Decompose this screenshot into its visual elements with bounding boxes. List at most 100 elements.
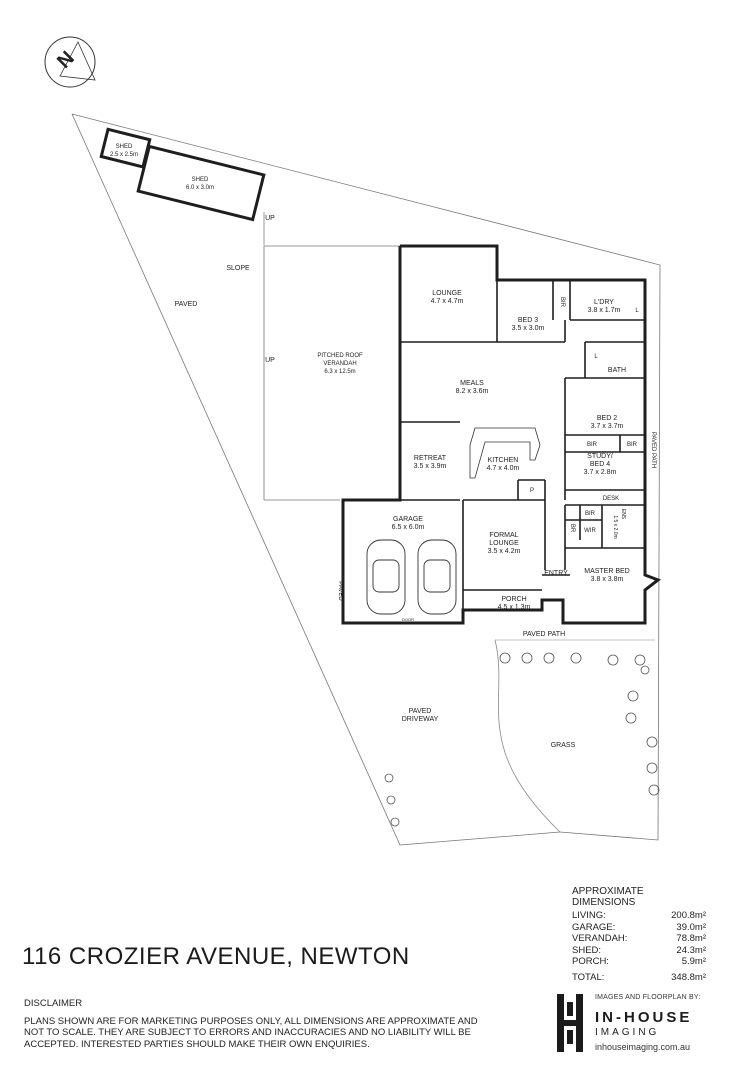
property-address: 116 CROZIER AVENUE, NEWTON — [22, 943, 410, 970]
dim-label: PORCH: — [572, 956, 609, 968]
pantry-label: P — [530, 488, 534, 494]
disclaimer-line: NOT TO SCALE. THEY ARE SUBJECT TO ERRORS… — [24, 1027, 471, 1038]
bir-bed2-a: BIR — [587, 442, 598, 448]
car-left — [366, 539, 406, 615]
dim-value: 200.8m² — [671, 910, 706, 921]
porch-name: PORCH — [501, 596, 526, 603]
verandah-name2: VERANDAH — [323, 361, 356, 367]
bed3-dim: 3.5 x 3.0m — [512, 325, 545, 332]
brand-credit: IMAGES AND FLOORPLAN BY: — [595, 994, 701, 1001]
dim-value: 24.3m² — [676, 944, 706, 956]
house-walls — [341, 244, 662, 625]
retreat-dim: 3.5 x 3.9m — [414, 463, 447, 470]
kitchen-bench — [469, 427, 541, 479]
disclaimer-title: DISCLAIMER — [24, 998, 83, 1009]
dimensions-title: APPROXIMATE DIMENSIONS — [572, 886, 644, 908]
site-boundary — [71, 113, 661, 846]
ens-dim: 1.5 x 2.0m — [612, 515, 618, 538]
bir-bed3: BIR — [559, 297, 565, 308]
paved-path-right: PAVED PATH — [650, 432, 656, 468]
study-dim: 3.7 x 2.8m — [584, 469, 617, 476]
garage-name: GARAGE — [393, 516, 423, 523]
north-compass: N — [44, 36, 96, 88]
master-bed-dim: 3.8 x 3.8m — [591, 576, 624, 583]
paved-garage-label: PAVED — [337, 581, 343, 601]
shed-small-dim: 2.5 x 2.5m — [110, 152, 138, 158]
interior-walls — [399, 280, 645, 610]
brand-block: IMAGES AND FLOORPLAN BY: IN-HOUSE IMAGIN… — [555, 992, 735, 1056]
dim-value: 39.0m² — [676, 921, 706, 933]
driveway-name2: DRIVEWAY — [402, 716, 439, 723]
disclaimer-line: PLANS SHOWN ARE FOR MARKETING PURPOSES O… — [24, 1015, 478, 1027]
paved-path-bottom: PAVED PATH — [523, 631, 565, 638]
study-name1: STUDY/ — [587, 453, 613, 460]
brand-name: IN-HOUSE — [595, 1009, 693, 1026]
shed-large-dim: 6.0 x 3.0m — [186, 185, 214, 191]
lounge-name: LOUNGE — [432, 290, 462, 297]
ldry-name: L'DRY — [594, 299, 614, 306]
dim-label: VERANDAH: — [572, 933, 628, 945]
meals-name: MEALS — [460, 380, 484, 387]
dimensions-table: APPROXIMATE DIMENSIONS LIVING: 200.8m² G… — [572, 886, 706, 984]
retreat-name: RETREAT — [414, 455, 447, 462]
ens-name: ENS — [620, 509, 626, 520]
dim-label: GARAGE: — [572, 921, 616, 933]
lounge-dim: 4.7 x 4.7m — [431, 298, 464, 305]
porch-dim: 4.5 x 1.3m — [498, 604, 531, 611]
dim-label: SHED: — [572, 944, 602, 956]
formal-lounge-name1: FORMAL — [489, 532, 518, 539]
compass-letter: N — [53, 47, 79, 73]
bed2-dim: 3.7 x 3.7m — [591, 423, 624, 430]
dim-value: 78.8m² — [676, 933, 706, 945]
kitchen-dim: 4.7 x 4.0m — [487, 465, 520, 472]
verandah-dim: 6.3 x 12.5m — [324, 369, 355, 375]
floor-plan: N SHED 2.5 x 2.5m SHED 6.0 x 3.0m UP SLO… — [44, 36, 662, 846]
dim-row: VERANDAH: 78.8m² — [572, 933, 706, 945]
brand-logo-icon — [557, 994, 583, 1052]
grass-label: GRASS — [551, 742, 576, 749]
car-right — [417, 539, 457, 615]
dim-row: GARAGE: 39.0m² — [572, 922, 706, 934]
verandah: PITCHED ROOF VERANDAH 6.3 x 12.5m — [263, 245, 400, 501]
bed3-name: BED 3 — [518, 317, 538, 324]
master-bed-name: MASTER BED — [584, 568, 630, 575]
bed2-name: BED 2 — [597, 415, 617, 422]
dim-total-label: TOTAL: — [572, 971, 605, 983]
up-label-top: UP — [265, 215, 275, 222]
meals-dim: 8.2 x 3.6m — [456, 388, 489, 395]
dim-row: LIVING: 200.8m² — [572, 910, 706, 922]
site-boundary-left — [71, 113, 401, 846]
brand-subtitle: IMAGING — [595, 1027, 660, 1038]
grass-boundary — [494, 639, 561, 833]
shed-small: SHED 2.5 x 2.5m — [99, 127, 152, 169]
study-name2: BED 4 — [590, 461, 610, 468]
ldry-l: L — [635, 308, 639, 314]
dim-row: SHED: 24.3m² — [572, 945, 706, 957]
disclaimer-line: ACCEPTED. INTERESTED PARTIES SHOULD MAKE… — [24, 1038, 370, 1050]
dim-total-value: 348.8m² — [671, 971, 706, 983]
shed-small-name: SHED — [116, 144, 133, 150]
driveway-name1: PAVED — [409, 708, 432, 715]
dim-label: LIVING: — [572, 910, 606, 921]
garden-plants — [384, 652, 660, 827]
ldry-dim: 3.8 x 1.7m — [588, 307, 621, 314]
desk-label: DESK — [603, 496, 619, 502]
brand-url: inhouseimaging.com.au — [595, 1042, 691, 1052]
dim-total-row: TOTAL: 348.8m² — [572, 972, 706, 984]
bir-master: BIR — [585, 511, 596, 517]
formal-lounge-dim: 3.5 x 4.2m — [488, 548, 521, 555]
shed-large-name: SHED — [192, 177, 209, 183]
verandah-name1: PITCHED ROOF — [317, 353, 363, 359]
slope-label: SLOPE — [226, 265, 250, 272]
bath-label: BATH — [608, 367, 626, 374]
paved-left-label: PAVED — [175, 301, 198, 308]
bath-l: L — [594, 354, 598, 360]
dim-value: 5.9m² — [681, 956, 706, 968]
up-label-mid: UP — [265, 357, 275, 364]
shed-large: SHED 6.0 x 3.0m — [136, 144, 266, 222]
garage-door-label: DOOR — [402, 617, 414, 622]
br-master: BR — [569, 524, 575, 533]
bir-bed2-b: BIR — [627, 442, 638, 448]
entry-label: ENTRY — [544, 570, 568, 577]
dim-row: PORCH: 5.9m² — [572, 956, 706, 968]
